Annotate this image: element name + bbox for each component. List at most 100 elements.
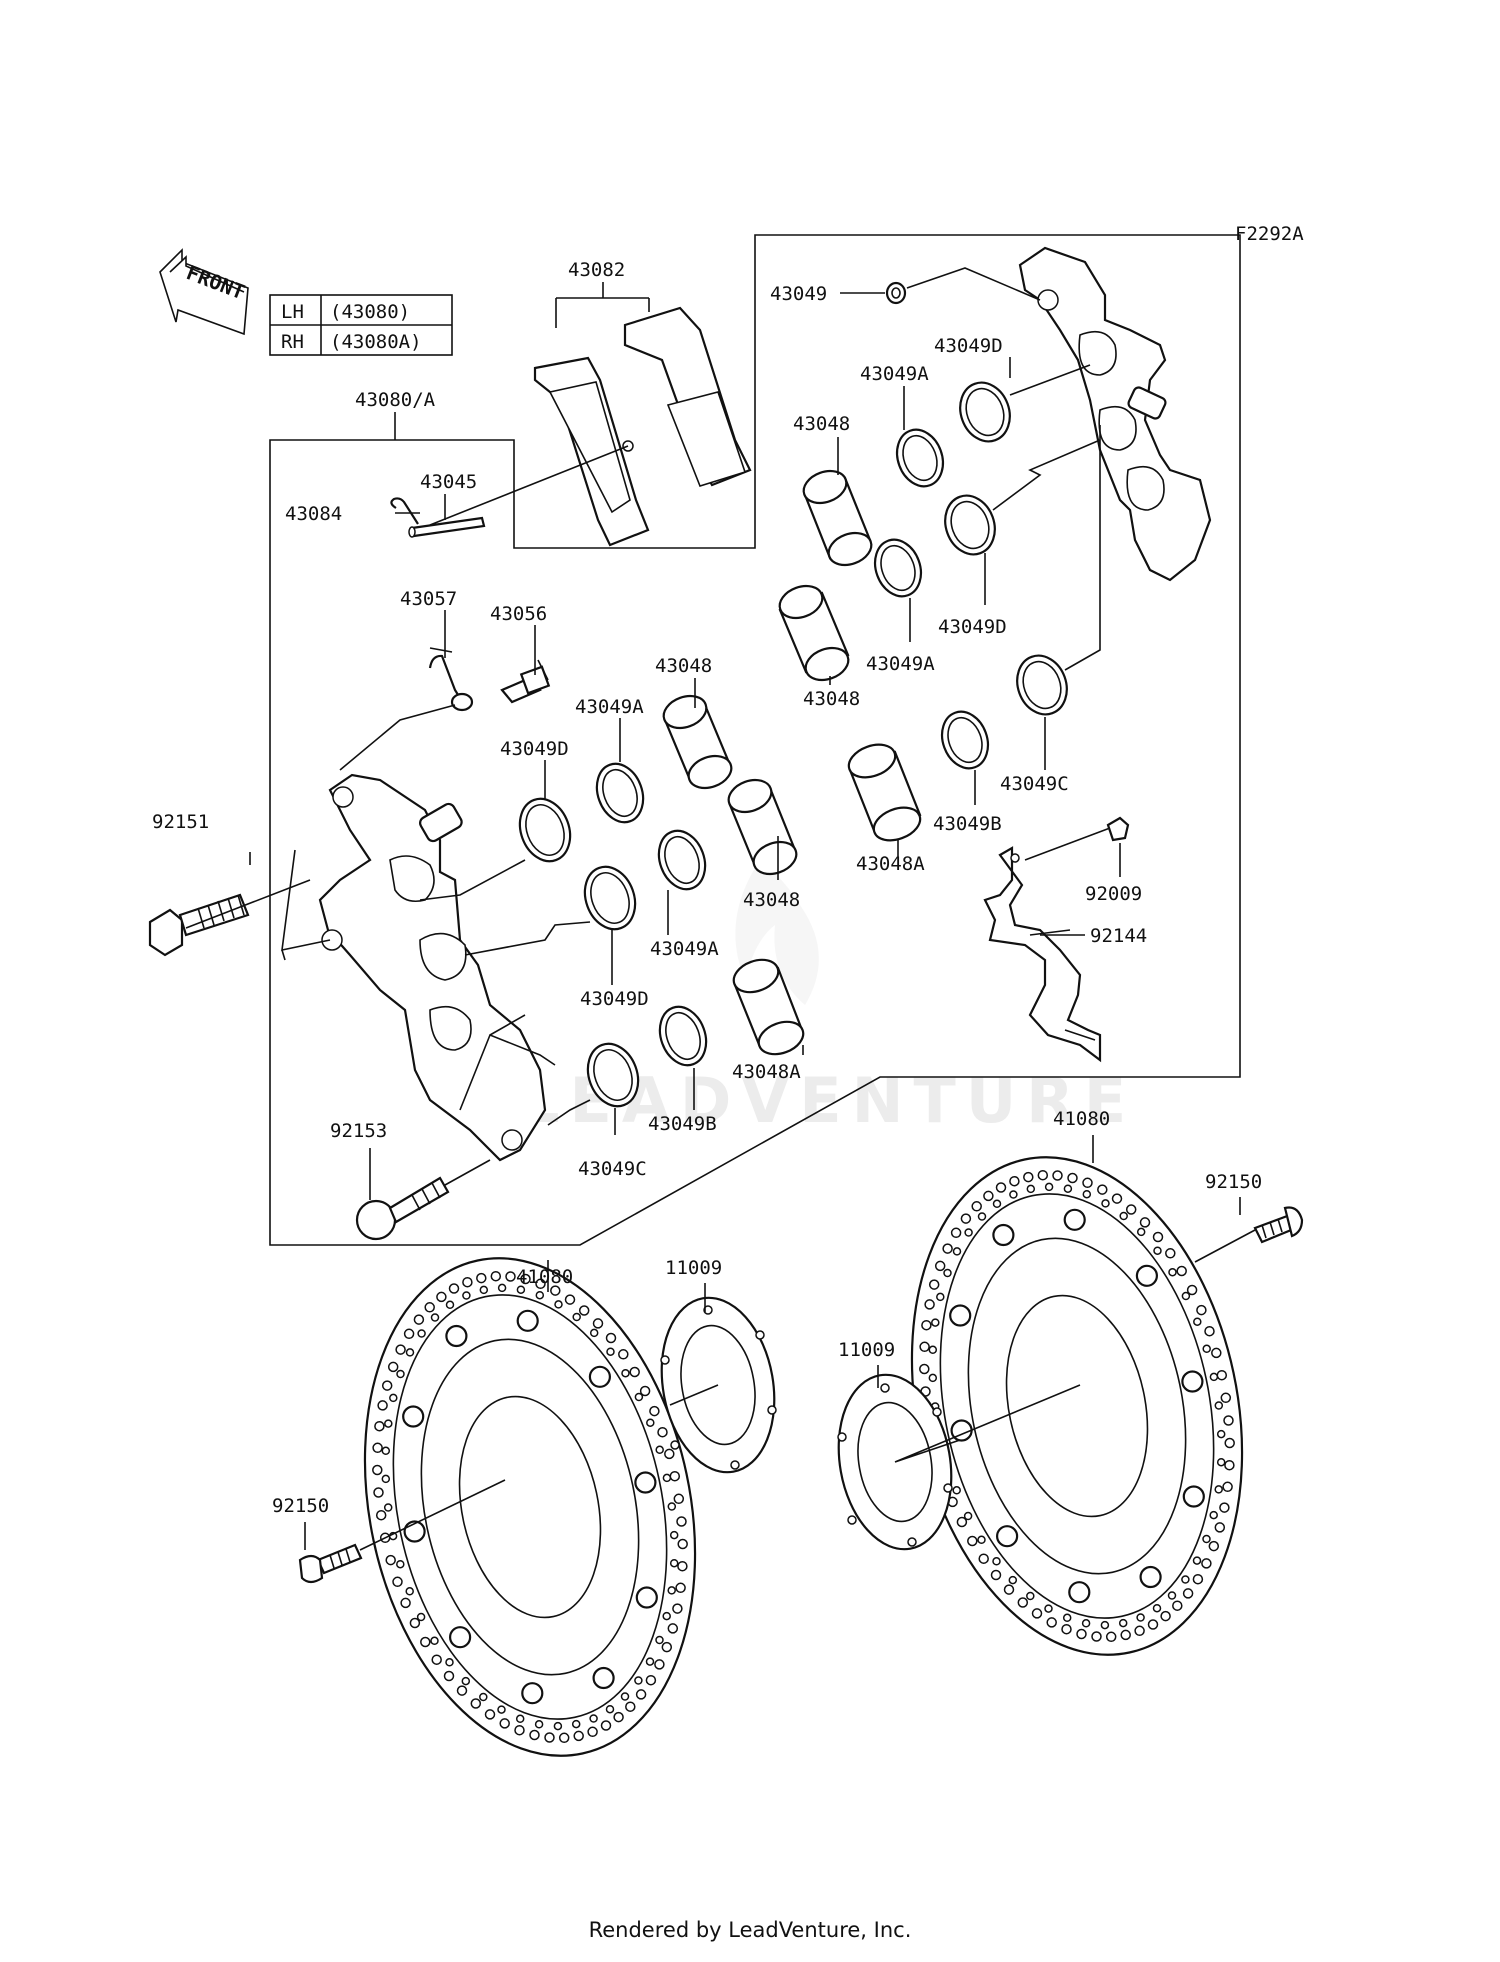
disc-vent-hole [662,1473,672,1483]
brake-pad-left [533,356,650,547]
callout-43049a: 43049A [575,696,644,718]
disc-vent-hole [405,1348,415,1357]
disc-vent-hole [669,1558,679,1568]
disc-vent-hole [573,1730,584,1742]
callout-43084: 43084 [285,503,342,525]
callout-43049a: 43049A [650,938,719,960]
callout-92151: 92151 [152,811,209,833]
disc-vent-hole [578,1305,590,1316]
disc-vent-hole [420,1636,431,1648]
callout-92009: 92009 [1085,883,1142,905]
disc-vent-hole [1076,1628,1087,1640]
callout-43057: 43057 [400,588,457,610]
disc-vent-hole [655,1445,664,1455]
disc-vent-hole [484,1709,496,1720]
disc-vent-hole [661,1641,673,1653]
disc-vent-hole [1061,1623,1072,1635]
disc-vent-hole [372,1464,383,1476]
disc-vent-hole [587,1726,598,1738]
disc-vent-hole [417,1329,426,1338]
disc-rivet [592,1666,615,1690]
callout-43048: 43048 [655,655,712,677]
disc-vent-hole [625,1701,636,1712]
disc-vent-hole [396,1559,405,1569]
disc-bolt-right [1253,1206,1304,1244]
disc-vent-hole [1186,1284,1198,1296]
callout-43048: 43048 [803,688,860,710]
disc-vent-hole [1214,1401,1224,1410]
disc-vent-hole [430,1313,440,1322]
disc-vent-hole [675,1582,686,1594]
disc-vent-hole [677,1560,688,1572]
piston [847,743,922,842]
disc-vent-hole [1118,1618,1128,1628]
callout-43049: 43049 [770,283,827,305]
disc-vent-hole [645,1657,655,1666]
disc-vent-hole [978,1553,989,1564]
disc-vent-hole [1181,1575,1190,1584]
disc-vent-hole [553,1721,563,1731]
disc-vent-hole [618,1349,629,1360]
piston [662,694,733,790]
side-lh-part: (43080) [330,301,410,323]
callout-43049d: 43049D [580,988,649,1010]
disc-rivet [1181,1370,1204,1393]
disc-vent-hole [1222,1481,1233,1493]
disc-rivet [521,1682,544,1705]
disc-vent-hole [928,1373,938,1383]
disc-vent-hole [1031,1608,1043,1619]
disc-vent-hole [499,1718,510,1729]
disc-vent-hole [992,1557,1001,1566]
disc-vent-hole [1193,1317,1202,1326]
disc-vent-hole [1067,1172,1078,1184]
callout-43049d: 43049D [938,616,1007,638]
brake-disc-right [910,1156,1244,1656]
side-rh-part: (43080A) [330,331,422,353]
disc-vent-hole [1152,1231,1164,1243]
disc-vent-hole [1181,1291,1191,1301]
piston [727,778,798,876]
disc-vent-hole [677,1538,688,1550]
disc-vent-hole [964,1228,973,1237]
disc-vent-hole [1216,1457,1226,1467]
caliper-body-left [318,773,547,1162]
disc-vent-hole [550,1285,561,1296]
callout-41080: 41080 [1053,1108,1110,1130]
disc-vent-hole [1192,1556,1202,1565]
disc-vent-hole [400,1597,411,1609]
disc-rivet [992,1223,1015,1247]
disc-vent-hole [1136,1613,1145,1622]
disc-rivet [995,1525,1019,1548]
callout-43056: 43056 [490,603,547,625]
disc-vent-hole [634,1392,644,1402]
disc-vent-hole [381,1446,391,1456]
callout-labels: 43082 43080/A 43049 43049D 43049A 43048 … [152,259,1262,1517]
disc-vent-hole [385,1554,396,1566]
disc-vent-hole [676,1516,687,1527]
disc-vent-hole [646,1418,655,1427]
disc-vent-hole [413,1314,425,1325]
disc-vent-hole [1120,1629,1131,1641]
disc-vent-hole [669,1530,679,1540]
disc-rivet [445,1324,468,1348]
disc-vent-hole [1209,1510,1218,1520]
disc-vent-hole [1101,1199,1110,1208]
callout-43049a: 43049A [866,653,935,675]
disc-vent-hole [381,1474,391,1484]
disc-rivet [1135,1264,1159,1287]
disc-vent-hole [1052,1170,1063,1181]
disc-rivet [635,1586,658,1609]
disc-vent-hole [1208,1540,1220,1552]
disc-vent-hole [635,1689,647,1700]
disc-vent-hole [589,1328,599,1338]
disc-vent-hole [392,1576,403,1588]
disc-vent-hole [649,1405,660,1417]
disc-vent-hole [476,1272,487,1284]
piston [778,584,850,682]
callout-43049b: 43049B [648,1113,717,1135]
disc-vent-hole [1105,1631,1117,1643]
disc-vent-hole [1147,1619,1159,1630]
seal-ring [583,865,637,931]
caliper-assembly-outline [269,234,1241,1246]
side-lh: LH [281,301,304,323]
